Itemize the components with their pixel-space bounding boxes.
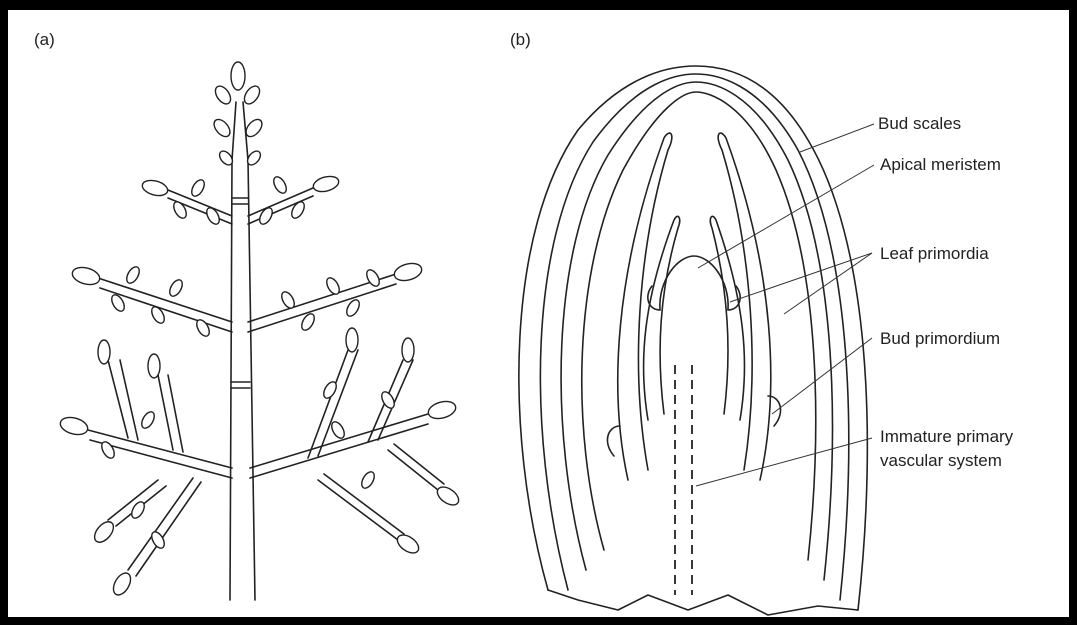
apical-meristem-dome — [660, 256, 728, 310]
main-stem — [230, 160, 255, 600]
lower-branches — [58, 328, 461, 598]
label-bud-scales: Bud scales — [878, 114, 961, 133]
leader-vascular-system — [696, 438, 872, 486]
panel-label-b: (b) — [510, 30, 531, 49]
leader-apical-meristem — [698, 165, 874, 268]
outer-bud-scale — [519, 66, 867, 610]
figure-canvas: (a) (b) — [8, 10, 1069, 617]
shoot-drawing — [58, 62, 461, 600]
upper-branches — [141, 174, 341, 226]
leader-bud-primordium — [772, 338, 872, 414]
label-vascular-line1: Immature primary — [880, 427, 1014, 446]
figure-svg: (a) (b) — [8, 10, 1069, 617]
leader-bud-scales — [800, 124, 874, 152]
bud-section-drawing — [519, 66, 867, 615]
bud-primordium-left — [607, 426, 620, 456]
middle-branches — [70, 261, 423, 339]
leader-leaf-primordia-1 — [730, 253, 872, 302]
terminal-buds — [211, 62, 265, 167]
label-vascular-line2: vascular system — [880, 451, 1002, 470]
label-bud-primordium: Bud primordium — [880, 329, 1000, 348]
label-leaf-primordia: Leaf primordia — [880, 244, 989, 263]
bud-base — [548, 590, 858, 615]
label-apical-meristem: Apical meristem — [880, 155, 1001, 174]
leader-lines — [696, 124, 874, 486]
inner-scale-left-1 — [618, 133, 672, 480]
panel-label-a: (a) — [34, 30, 55, 49]
stem-nodes — [231, 198, 250, 388]
